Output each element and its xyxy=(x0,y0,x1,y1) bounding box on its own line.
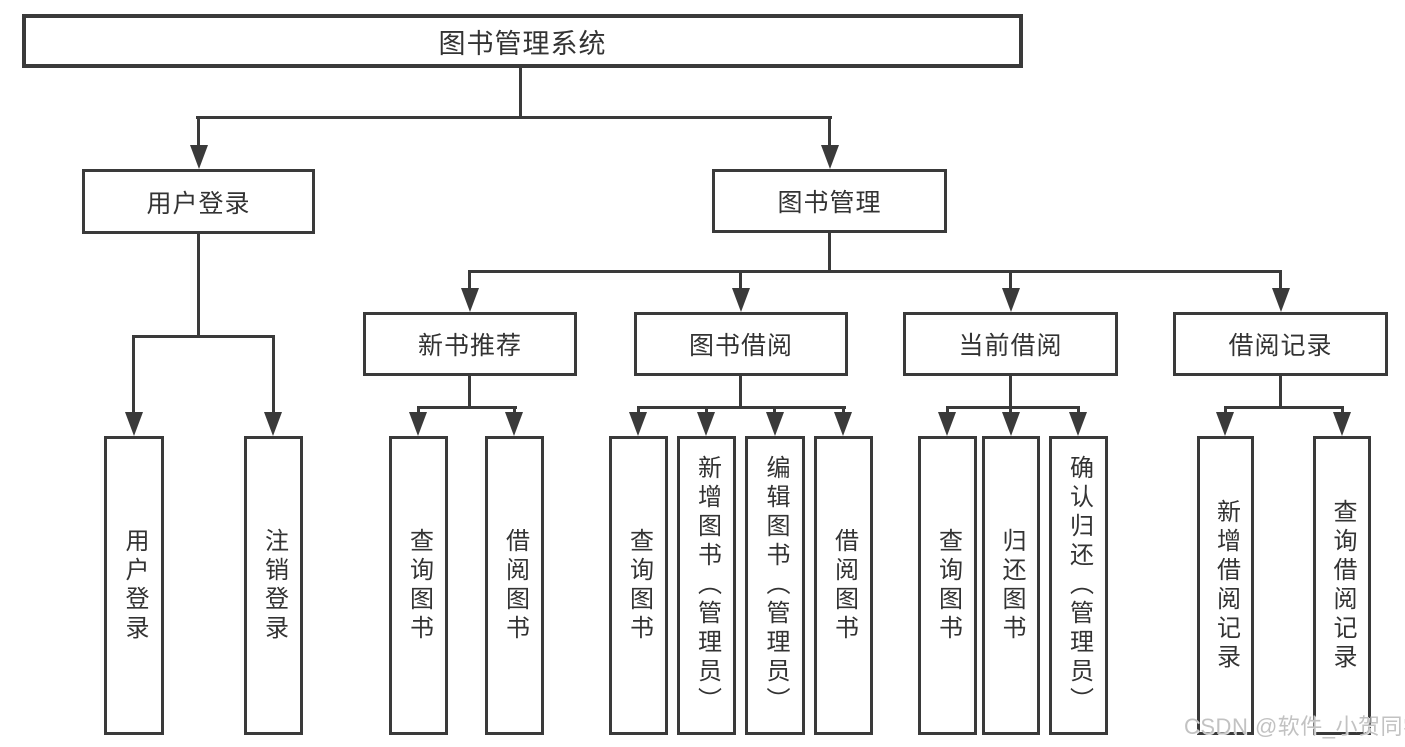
connector-line xyxy=(468,375,471,408)
arrow-down-icon xyxy=(938,412,956,436)
connector-line xyxy=(197,234,200,338)
connector-line xyxy=(1224,406,1344,409)
arrow-down-icon xyxy=(821,145,839,169)
arrow-down-icon xyxy=(766,412,784,436)
connector-line xyxy=(197,116,200,150)
connector-line xyxy=(946,406,1080,409)
leaf-recommend-borrow-books: 借阅图书 xyxy=(485,436,544,735)
arrow-down-icon xyxy=(1069,412,1087,436)
arrow-down-icon xyxy=(264,412,282,436)
connector-line xyxy=(828,116,831,150)
connector-line xyxy=(637,406,846,409)
leaf-query-borrow-record: 查询借阅记录 xyxy=(1313,436,1371,735)
leaf-user-login: 用户登录 xyxy=(104,436,164,735)
node-book-borrowing: 图书借阅 xyxy=(634,312,848,376)
node-new-book-recommend: 新书推荐 xyxy=(363,312,577,376)
connector-line xyxy=(519,68,522,119)
node-borrowing-records: 借阅记录 xyxy=(1173,312,1388,376)
arrow-down-icon xyxy=(629,412,647,436)
csdn-watermark: CSDN @软件_小贺同学 xyxy=(1184,714,1405,739)
leaf-confirm-return-admin: 确认归还（管理员） xyxy=(1049,436,1108,735)
connector-line xyxy=(468,270,1282,273)
arrow-down-icon xyxy=(1216,412,1234,436)
node-current-borrowing: 当前借阅 xyxy=(903,312,1118,376)
leaf-current-query-books: 查询图书 xyxy=(918,436,977,735)
connector-line xyxy=(1009,270,1012,292)
arrow-down-icon xyxy=(1002,412,1020,436)
arrow-down-icon xyxy=(732,288,750,312)
arrow-down-icon xyxy=(125,412,143,436)
leaf-recommend-query-books: 查询图书 xyxy=(389,436,448,735)
leaf-edit-books-admin: 编辑图书（管理员） xyxy=(745,436,805,735)
leaf-add-borrow-record: 新增借阅记录 xyxy=(1197,436,1254,735)
arrow-down-icon xyxy=(1002,288,1020,312)
arrow-down-icon xyxy=(409,412,427,436)
leaf-borrow-books: 借阅图书 xyxy=(814,436,873,735)
arrow-down-icon xyxy=(1333,412,1351,436)
connector-line xyxy=(417,406,517,409)
connector-line xyxy=(1279,375,1282,408)
connector-line xyxy=(828,233,831,273)
connector-line xyxy=(1009,375,1012,408)
connector-line xyxy=(739,375,742,408)
connector-line xyxy=(468,270,471,292)
node-user-login: 用户登录 xyxy=(82,169,315,234)
connector-line xyxy=(132,335,275,338)
arrow-down-icon xyxy=(461,288,479,312)
node-library-system: 图书管理系统 xyxy=(22,14,1023,68)
leaf-borrowing-query-books: 查询图书 xyxy=(609,436,668,735)
arrow-down-icon xyxy=(505,412,523,436)
node-book-management: 图书管理 xyxy=(712,169,947,233)
arrow-down-icon xyxy=(834,412,852,436)
arrow-down-icon xyxy=(1272,288,1290,312)
leaf-add-books-admin: 新增图书（管理员） xyxy=(677,436,736,735)
connector-line xyxy=(739,270,742,292)
leaf-return-books: 归还图书 xyxy=(982,436,1040,735)
connector-line xyxy=(132,335,135,415)
connector-line xyxy=(196,116,832,119)
leaf-logout: 注销登录 xyxy=(244,436,303,735)
arrow-down-icon xyxy=(190,145,208,169)
connector-line xyxy=(272,335,275,415)
connector-line xyxy=(1279,270,1282,292)
arrow-down-icon xyxy=(697,412,715,436)
